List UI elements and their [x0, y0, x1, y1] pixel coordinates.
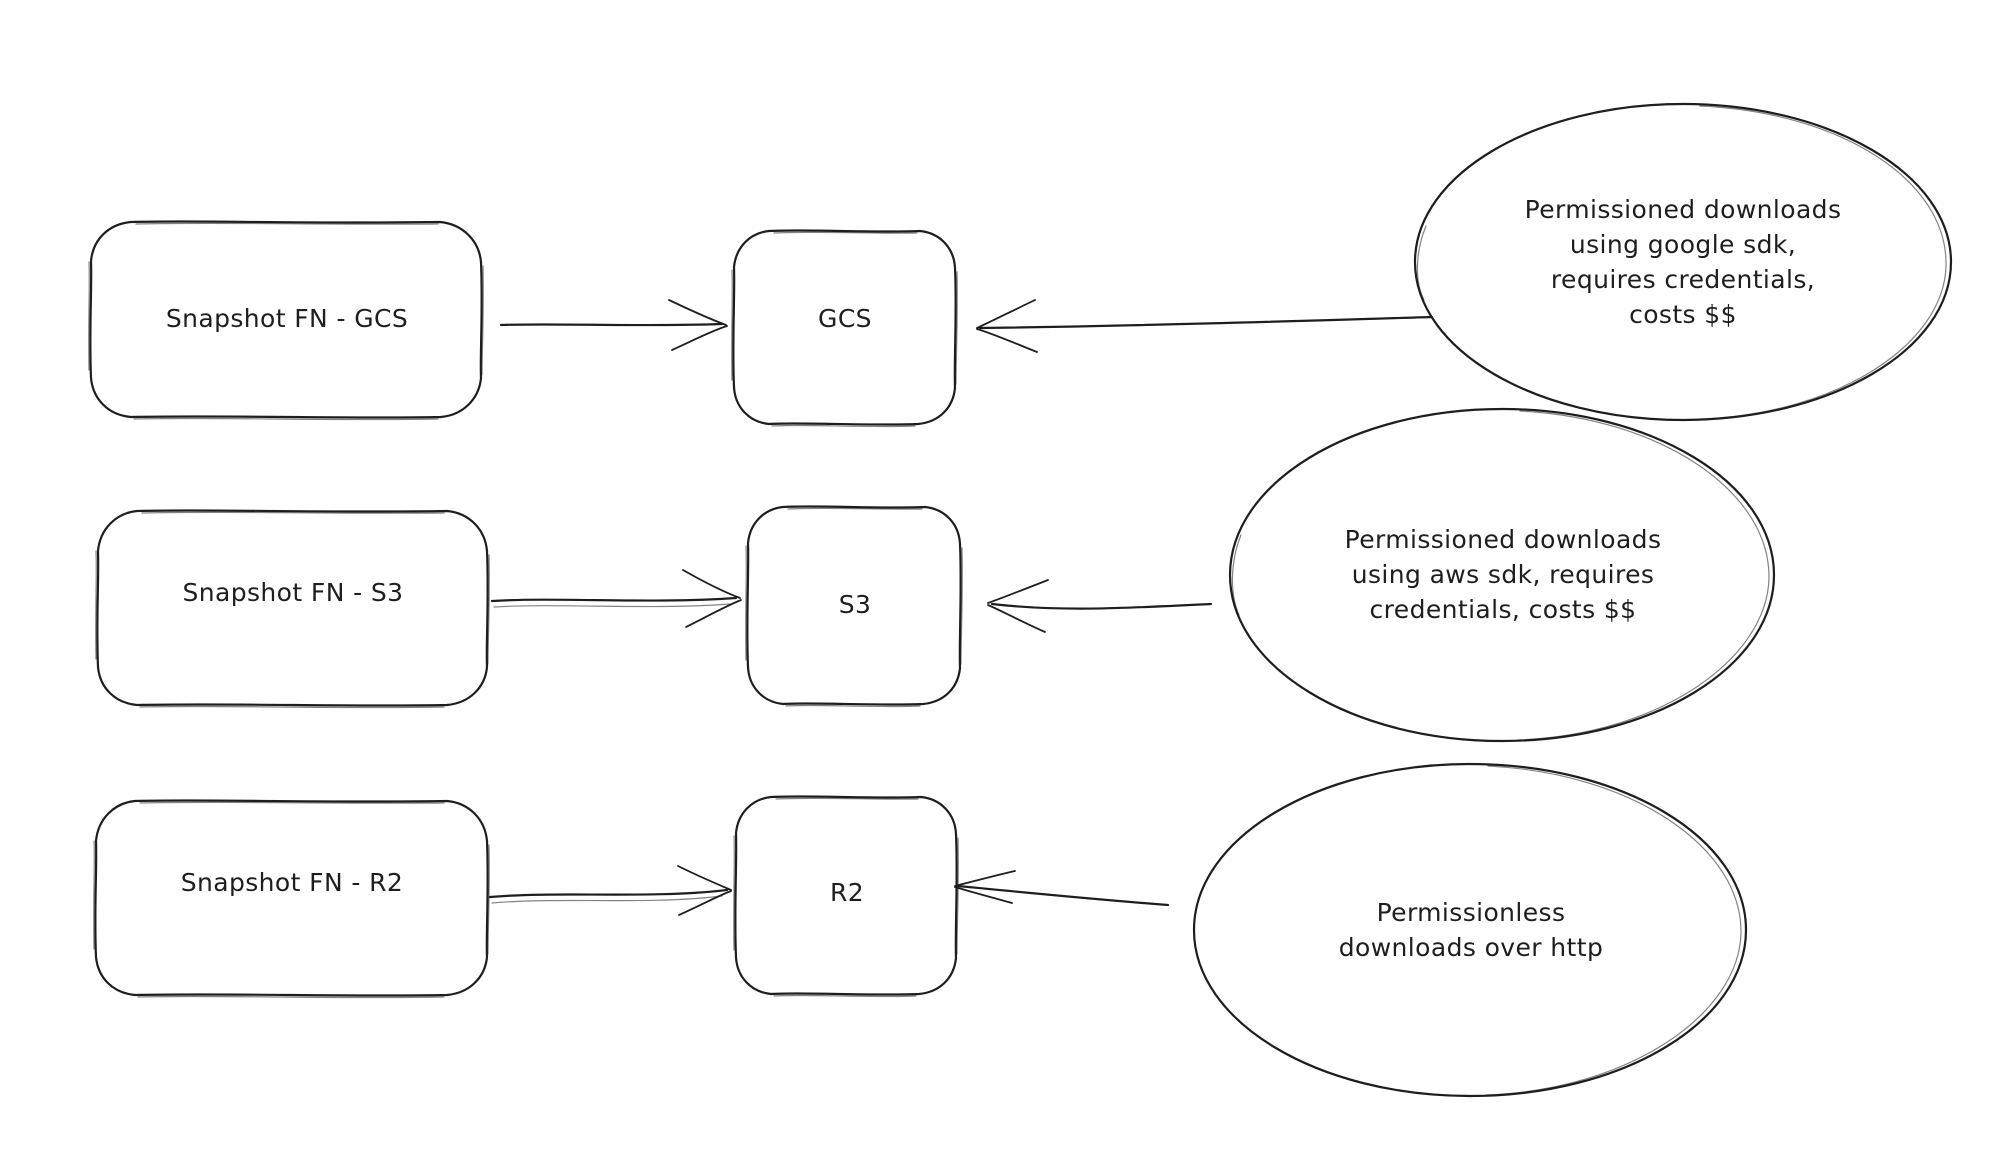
node-snapshot-fn-r2[interactable]	[93, 799, 490, 999]
node-snapshot-fn-s3[interactable]	[95, 509, 490, 709]
note-s3-permissioned[interactable]	[1228, 407, 1776, 743]
edge-note-to-s3	[987, 579, 1213, 633]
node-r2[interactable]	[733, 795, 959, 998]
node-s3[interactable]	[745, 505, 963, 708]
node-snapshot-fn-gcs[interactable]	[88, 220, 484, 421]
note-r2-permissionless[interactable]	[1192, 762, 1748, 1098]
edge-snapshot-s3-to-s3	[490, 569, 742, 628]
edge-note-to-r2	[954, 870, 1170, 907]
edge-note-to-gcs	[976, 299, 1434, 353]
note-gcs-permissioned[interactable]	[1413, 102, 1953, 422]
edge-snapshot-gcs-to-gcs	[499, 299, 728, 351]
edge-snapshot-r2-to-r2	[488, 865, 732, 916]
node-gcs[interactable]	[731, 229, 958, 428]
